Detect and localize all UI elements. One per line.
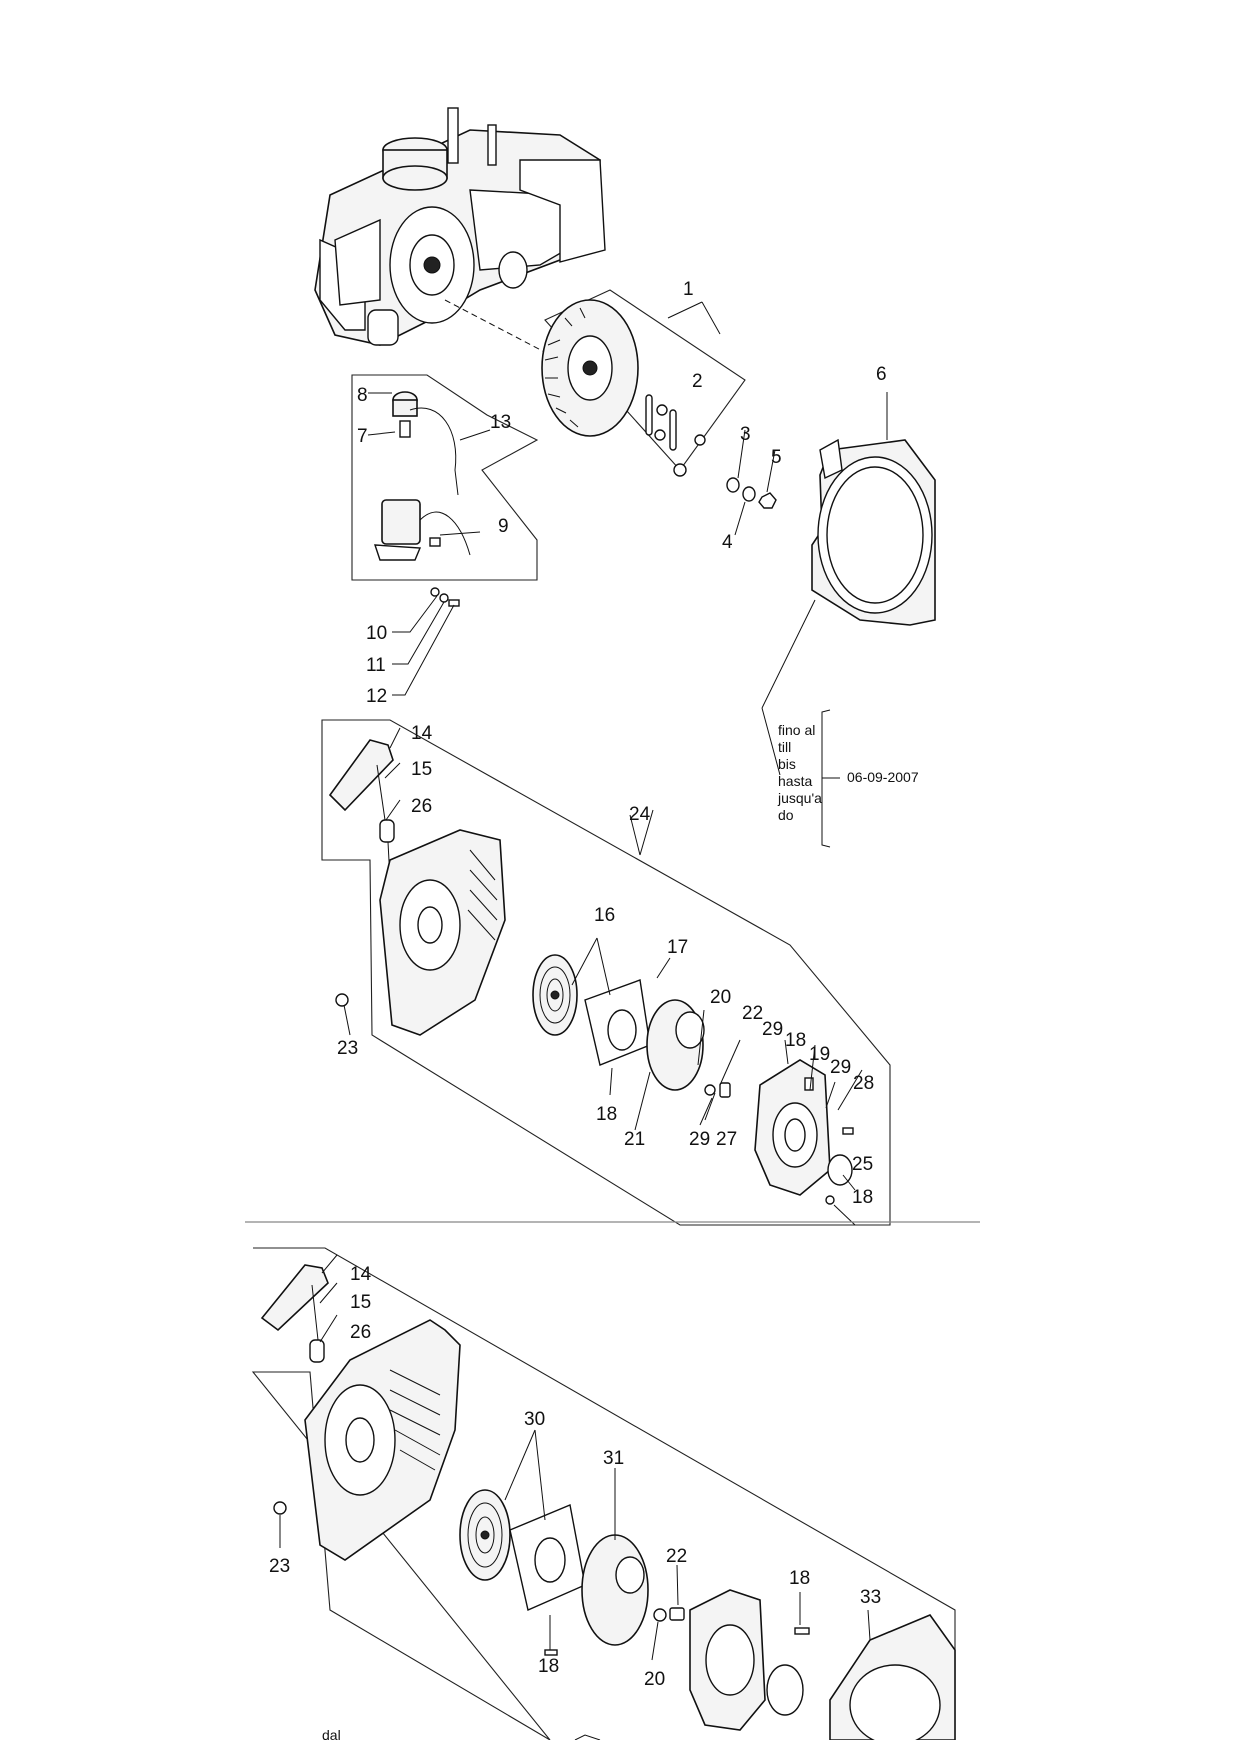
label-18d: 18 xyxy=(789,1568,810,1589)
label-9: 9 xyxy=(498,516,509,537)
label-22a: 22 xyxy=(742,1003,763,1024)
note-line-1: fino al xyxy=(778,722,815,738)
nut-washer-parts xyxy=(667,301,777,536)
label-4: 4 xyxy=(722,532,733,553)
flywheel-group xyxy=(541,289,746,477)
note-line-5: jusqu'a xyxy=(777,790,822,806)
label-29b: 29 xyxy=(830,1057,851,1078)
label-14a: 14 xyxy=(411,723,433,744)
date-note xyxy=(821,709,840,848)
label-21: 21 xyxy=(624,1129,645,1150)
label-1: 1 xyxy=(683,279,694,300)
label-2: 2 xyxy=(692,371,703,392)
label-31: 31 xyxy=(603,1448,624,1469)
label-7: 7 xyxy=(357,426,368,447)
label-18c: 18 xyxy=(852,1187,873,1208)
partial-note-dal: dal xyxy=(322,1727,341,1740)
label-13: 13 xyxy=(490,412,511,433)
label-18a: 18 xyxy=(785,1030,806,1051)
label-18e: 18 xyxy=(538,1656,559,1677)
label-26a: 26 xyxy=(411,796,432,817)
label-11: 11 xyxy=(366,655,386,676)
label-12: 12 xyxy=(366,686,387,707)
label-26b: 26 xyxy=(350,1322,371,1343)
label-10: 10 xyxy=(366,623,387,644)
label-27: 27 xyxy=(716,1129,737,1150)
ignition-group xyxy=(351,374,539,696)
note-line-4: hasta xyxy=(778,773,812,789)
label-20b: 20 xyxy=(644,1669,665,1690)
note-line-2: till xyxy=(778,739,791,755)
label-22b: 22 xyxy=(666,1546,687,1567)
label-17: 17 xyxy=(667,937,688,958)
engine-crankcase xyxy=(314,107,606,361)
note-line-3: bis xyxy=(778,756,796,772)
label-3: 3 xyxy=(740,424,751,445)
label-19: 19 xyxy=(809,1044,830,1065)
label-8: 8 xyxy=(357,385,368,406)
label-18b: 18 xyxy=(596,1104,617,1125)
label-24: 24 xyxy=(629,804,651,825)
label-23b: 23 xyxy=(269,1556,290,1577)
note-date: 06-09-2007 xyxy=(847,769,919,785)
label-29a: 29 xyxy=(762,1019,783,1040)
label-30: 30 xyxy=(524,1409,545,1430)
partial-date-bracket xyxy=(574,1734,601,1740)
note-line-6: do xyxy=(778,807,794,823)
label-33: 33 xyxy=(860,1587,881,1608)
label-28: 28 xyxy=(853,1073,874,1094)
label-16: 16 xyxy=(594,905,615,926)
part-labels: 1 2 3 4 5 6 7 8 9 10 11 12 13 14 15 26 2… xyxy=(269,279,887,1690)
label-15a: 15 xyxy=(411,759,432,780)
label-23a: 23 xyxy=(337,1038,358,1059)
label-14b: 14 xyxy=(350,1264,372,1285)
fan-cover xyxy=(761,392,936,776)
label-15b: 15 xyxy=(350,1292,371,1313)
starter-assembly-new xyxy=(251,1247,956,1740)
label-5: 5 xyxy=(771,447,782,468)
label-25: 25 xyxy=(852,1154,873,1175)
date-note-text: fino al till bis hasta jusqu'a do 06-09-… xyxy=(322,722,919,1740)
starter-assembly-old xyxy=(321,719,891,1226)
label-20a: 20 xyxy=(710,987,731,1008)
label-29c: 29 xyxy=(689,1129,710,1150)
label-6: 6 xyxy=(876,364,887,385)
